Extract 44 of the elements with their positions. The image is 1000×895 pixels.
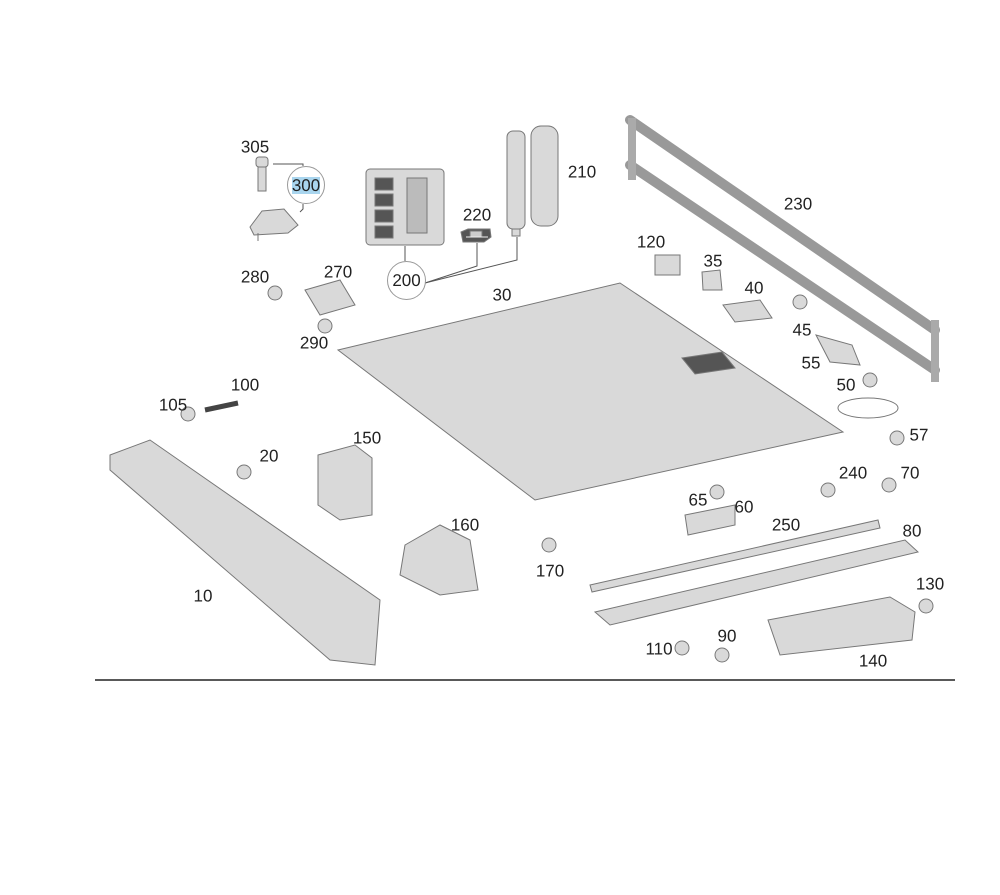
callout-number: 45 bbox=[792, 322, 812, 338]
callout-number: 110 bbox=[645, 640, 673, 658]
callout-number: 10 bbox=[194, 588, 212, 604]
callout-number: 240 bbox=[838, 464, 868, 482]
leader-line bbox=[272, 164, 304, 166]
leader-line bbox=[424, 236, 518, 284]
callout-number: 70 bbox=[900, 464, 920, 482]
callout-number: 55 bbox=[802, 354, 820, 372]
callout-number: 220 bbox=[462, 206, 492, 224]
callout-number: 150 bbox=[352, 430, 382, 446]
callout-circle bbox=[387, 261, 426, 300]
callout-number: 120 bbox=[636, 234, 666, 250]
callout-number: 57 bbox=[910, 426, 928, 444]
callout-number: 210 bbox=[568, 164, 596, 180]
roller-drawing bbox=[505, 125, 560, 237]
callout-number: 305 bbox=[240, 138, 270, 156]
leader-line bbox=[424, 242, 478, 284]
switch-panel-drawing bbox=[365, 168, 445, 246]
callout-circle bbox=[287, 166, 325, 204]
callout-number: 130 bbox=[916, 576, 944, 592]
callout-number: 105 bbox=[158, 396, 188, 414]
callout-number: 90 bbox=[718, 628, 736, 644]
callout-number: 60 bbox=[734, 498, 754, 516]
callout-number: 270 bbox=[324, 264, 352, 280]
leader-line bbox=[404, 246, 406, 262]
callout-number: 170 bbox=[536, 562, 564, 580]
callout-number: 30 bbox=[492, 286, 512, 304]
callout-number: 40 bbox=[744, 280, 764, 296]
callout-number: 300 bbox=[292, 176, 320, 194]
callout-number: 290 bbox=[300, 334, 328, 352]
callout-number: 230 bbox=[784, 196, 812, 212]
callout-number: 100 bbox=[230, 376, 260, 394]
callout-number: 200 bbox=[392, 272, 421, 289]
leader-line bbox=[300, 204, 304, 212]
callout-number: 35 bbox=[704, 252, 722, 270]
callout-number: 280 bbox=[240, 268, 270, 286]
callout-number: 20 bbox=[260, 448, 278, 464]
callout-number: 160 bbox=[450, 516, 480, 534]
callout-number: 50 bbox=[836, 376, 856, 394]
callout-number: 250 bbox=[772, 516, 800, 534]
clip-drawing bbox=[460, 228, 492, 243]
callout-number: 65 bbox=[688, 492, 708, 508]
callout-number: 80 bbox=[902, 522, 922, 540]
callout-number: 140 bbox=[858, 652, 888, 670]
